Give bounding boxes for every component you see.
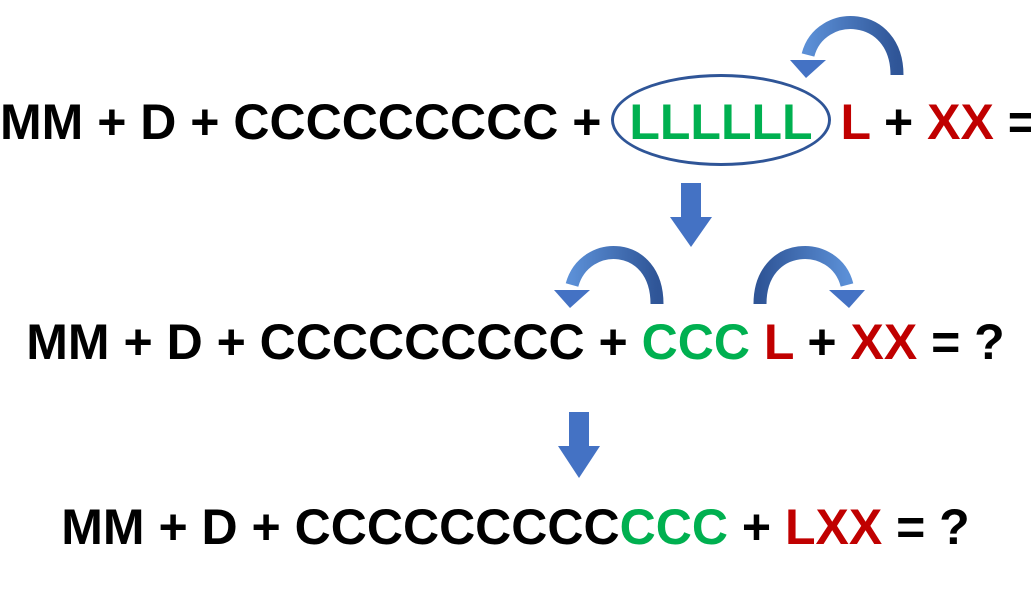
eq3-part-prefix: MM + D + CCCCCCCCC — [61, 499, 620, 555]
eq2-part-equals: = ? — [917, 314, 1005, 370]
equation-step-2: MM + D + CCCCCCCCC + CCC L + XX = ? — [0, 312, 1031, 372]
eq3-part-ccc: CCC — [619, 499, 728, 555]
curved-arrow-left-icon — [554, 246, 664, 308]
eq2-part-plus: + — [793, 314, 851, 370]
eq1-part-plus: + — [870, 94, 928, 150]
eq2-part-prefix: MM + D + CCCCCCCCC + — [26, 314, 642, 370]
down-arrow-icon — [558, 412, 600, 478]
equation-step-3: MM + D + CCCCCCCCCCCC + LXX = ? — [0, 497, 1031, 557]
equation-step-1: MM + D + CCCCCCCCC + LLLLLL L + XX = ? — [0, 74, 1031, 166]
circled-group: LLLLLL — [611, 74, 831, 166]
curved-arrow-left-icon — [790, 16, 904, 78]
eq1-part-equals: = ? — [1007, 94, 1031, 150]
eq2-part-l: L — [763, 314, 794, 370]
eq1-part-l: L — [840, 94, 871, 150]
down-arrow-icon — [670, 183, 712, 247]
eq2-part-ccc: CCC — [641, 314, 750, 370]
eq3-part-plus: + — [727, 499, 785, 555]
eq2-part-xx: XX — [850, 314, 918, 370]
curved-arrow-right-icon — [753, 246, 865, 308]
eq1-part-circled: LLLLLL — [629, 94, 813, 150]
eq3-part-equals: = ? — [882, 499, 970, 555]
eq2-part-space — [750, 314, 764, 370]
eq1-part-xx: XX — [927, 94, 994, 150]
eq3-part-lxx: LXX — [784, 499, 883, 555]
eq1-part-prefix: MM + D + CCCCCCCCC + — [0, 94, 616, 150]
